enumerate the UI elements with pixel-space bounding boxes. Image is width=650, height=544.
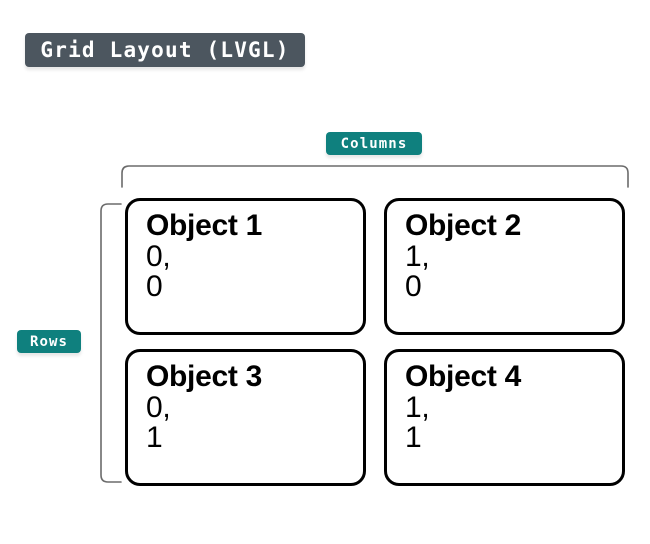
cell-title: Object 1 [146, 209, 262, 242]
rows-bracket [98, 202, 122, 484]
diagram-title-badge: Grid Layout (LVGL) [25, 33, 305, 67]
cell-title: Object 3 [146, 360, 262, 393]
grid-cell-object-1[interactable]: Object 1 0, 0 [125, 198, 366, 335]
rows-axis-label: Rows [17, 330, 81, 353]
cell-column-index: 0, [146, 390, 171, 424]
grid-cell-object-2[interactable]: Object 2 1, 0 [384, 198, 625, 335]
cell-column-index: 1, [405, 390, 430, 424]
cell-row-index: 0 [146, 269, 163, 303]
cell-row-index: 1 [405, 420, 422, 454]
cell-title: Object 4 [405, 360, 521, 393]
columns-axis-label: Columns [326, 132, 422, 155]
cell-title: Object 2 [405, 209, 521, 242]
grid-container: Object 1 0, 0 Object 2 1, 0 Object 3 0, … [125, 198, 625, 486]
columns-bracket [120, 164, 630, 188]
cell-column-index: 1, [405, 239, 430, 273]
cell-column-index: 0, [146, 239, 171, 273]
cell-row-index: 1 [146, 420, 163, 454]
grid-cell-object-3[interactable]: Object 3 0, 1 [125, 349, 366, 486]
grid-cell-object-4[interactable]: Object 4 1, 1 [384, 349, 625, 486]
cell-row-index: 0 [405, 269, 422, 303]
